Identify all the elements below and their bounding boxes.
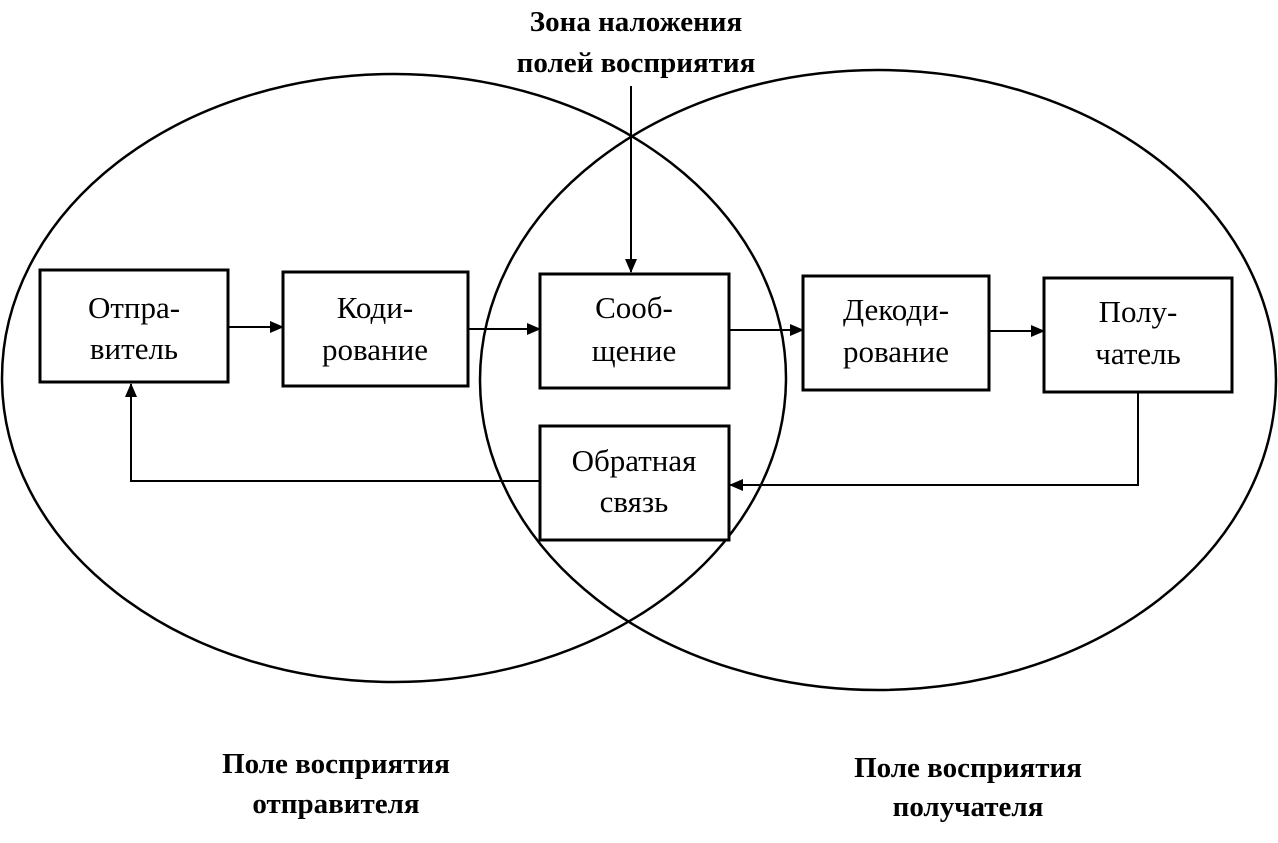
box-sender-line2: витель — [90, 331, 178, 366]
overlap-zone-label-line2: полей восприятия — [517, 47, 756, 79]
box-feedback-line2: связь — [600, 484, 669, 519]
box-sender-line1: Отпра- — [88, 290, 180, 325]
sender-field-label-line1: Поле восприятия — [222, 748, 450, 780]
box-sender: Отпра- витель — [38, 268, 230, 384]
box-message: Сооб- щение — [538, 272, 731, 390]
box-receiver-line2: чатель — [1095, 336, 1180, 371]
box-feedback-line1: Обратная — [572, 443, 697, 478]
box-decoding: Декоди- рование — [801, 274, 991, 392]
box-receiver-line1: Полу- — [1099, 294, 1178, 329]
box-message-line2: щение — [592, 333, 677, 368]
receiver-field-label-line1: Поле восприятия — [854, 752, 1082, 784]
receiver-field-label-line2: получателя — [893, 791, 1044, 823]
sender-field-label-line2: отправителя — [252, 788, 419, 820]
box-encoding: Коди- рование — [281, 270, 470, 388]
box-encoding-line1: Коди- — [337, 290, 413, 325]
arrow-feedback-to-sender — [125, 383, 540, 482]
arrow-receiver-to-feedback — [729, 393, 1139, 491]
box-encoding-line2: рование — [322, 332, 428, 367]
box-message-line1: Сооб- — [595, 290, 673, 325]
sender-perception-field — [0, 72, 788, 684]
receiver-perception-field — [478, 68, 1278, 692]
overlap-zone-label-line1: Зона наложения — [530, 6, 742, 38]
box-receiver: Полу- чатель — [1042, 276, 1234, 394]
box-decoding-line2: рование — [843, 334, 949, 369]
box-decoding-line1: Декоди- — [843, 292, 949, 327]
box-feedback: Обратная связь — [538, 424, 731, 542]
